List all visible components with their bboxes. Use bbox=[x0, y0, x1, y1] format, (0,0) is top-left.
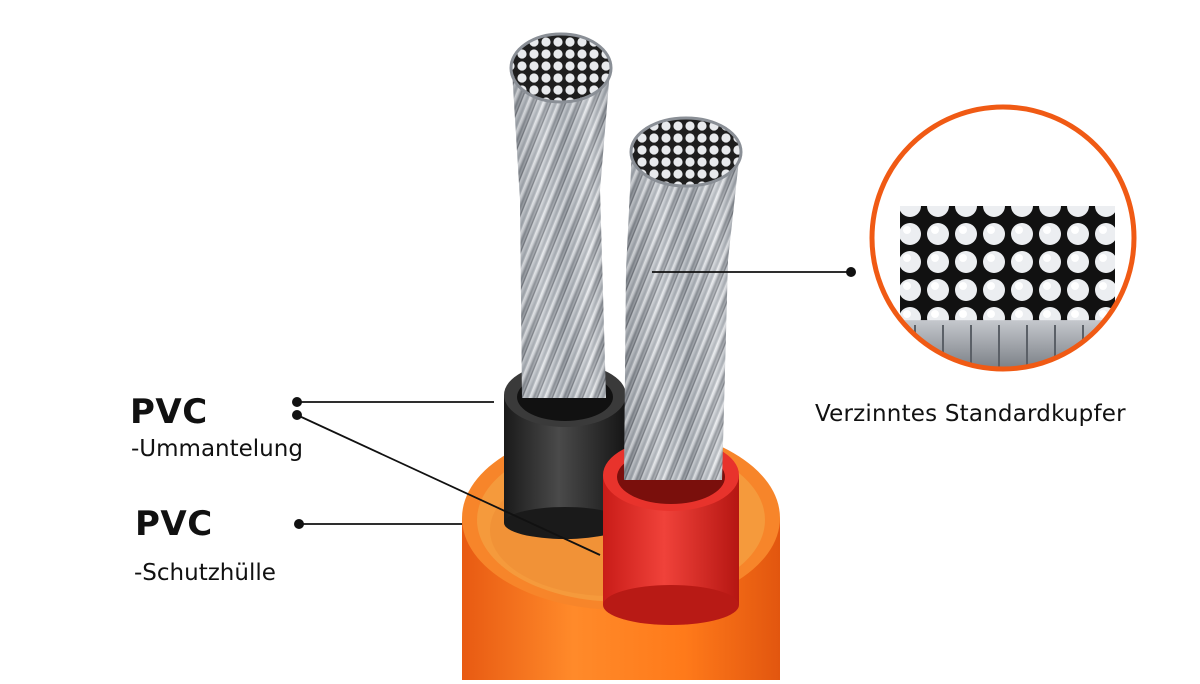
left-conductor bbox=[509, 32, 613, 398]
sheath-subtitle: -Schutzhülle bbox=[134, 560, 276, 586]
conductor-label: Verzinntes Standardkupfer bbox=[815, 401, 1126, 427]
leader-line-insulation-red bbox=[296, 414, 601, 556]
leader-dot bbox=[292, 397, 302, 407]
leader-dot bbox=[292, 410, 302, 420]
insulation-subtitle: -Ummantelung bbox=[131, 436, 303, 462]
zoom-circle bbox=[869, 104, 1137, 372]
leader-dot bbox=[846, 267, 856, 277]
leader-lines bbox=[296, 271, 851, 556]
sheath-title: PVC bbox=[135, 504, 213, 544]
leader-dot bbox=[294, 519, 304, 529]
leader-dots bbox=[292, 267, 856, 529]
right-conductor bbox=[624, 116, 743, 480]
insulation-title: PVC bbox=[130, 392, 208, 432]
